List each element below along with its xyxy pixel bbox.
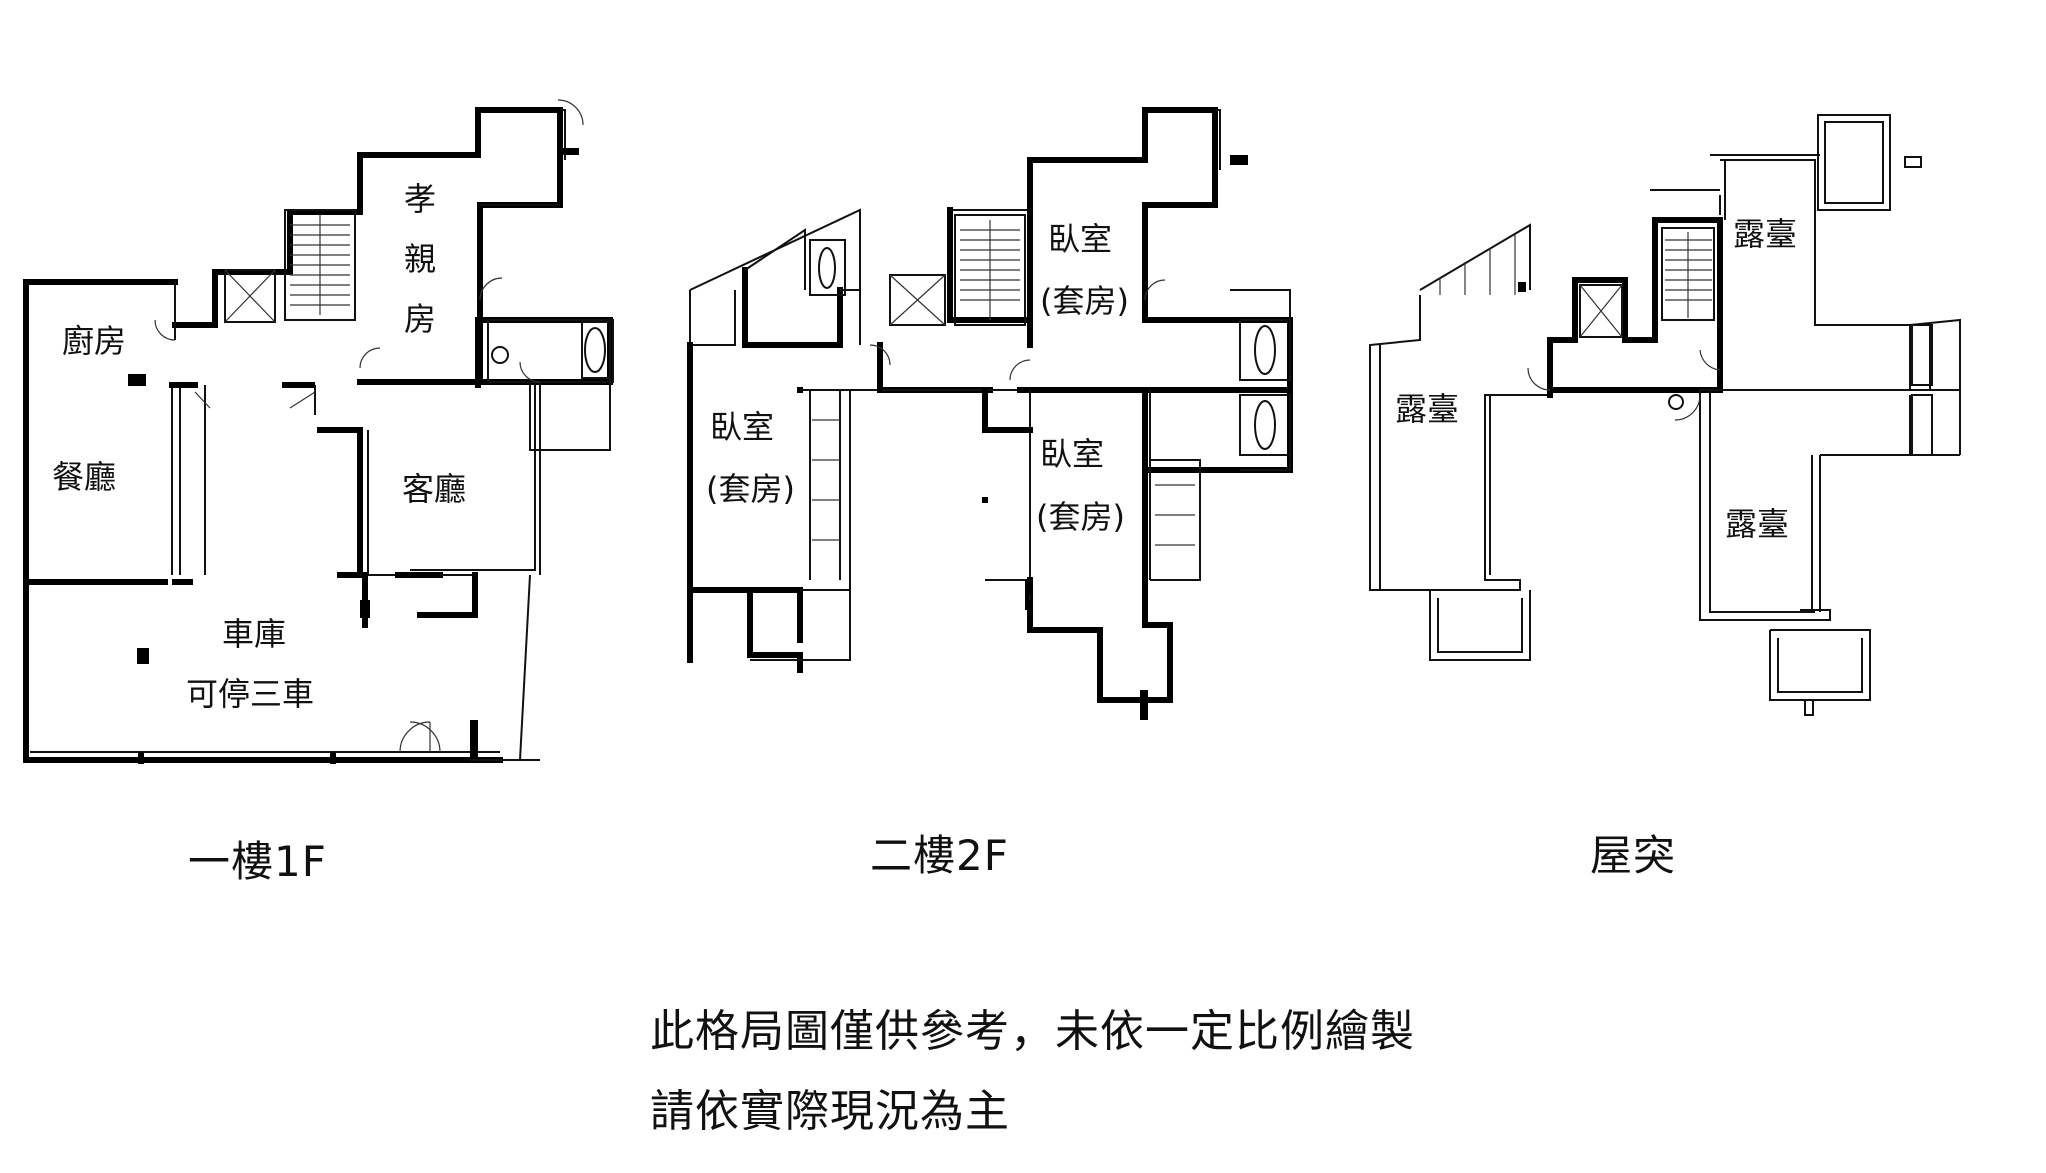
room-label-dining: 餐廳: [52, 458, 116, 496]
room-label-terrace-south: 露臺: [1725, 505, 1789, 543]
room-label-parent-2: 親: [404, 240, 436, 278]
disclaimer-line-1: 此格局圖僅供參考，未依一定比例繪製: [650, 1006, 1415, 1057]
room-label-terrace-north: 露臺: [1733, 215, 1797, 253]
room-label-garage-note: 可停三車: [186, 675, 314, 713]
room-label-suite-east: (套房): [1036, 498, 1125, 536]
second-floor-plan: [687, 107, 1293, 720]
room-label-bedroom-west: 臥室: [710, 408, 774, 446]
roof-plan: [1369, 114, 1961, 716]
room-label-garage: 車庫: [222, 615, 286, 653]
first-floor-plan: [23, 99, 614, 764]
floor-label-roof: 屋突: [1590, 831, 1677, 880]
room-label-living: 客廳: [402, 470, 466, 508]
floor-label-1f: 一樓1F: [188, 837, 327, 886]
room-label-suite-north: (套房): [1040, 282, 1129, 320]
floor-label-2f: 二樓2F: [870, 831, 1009, 880]
room-label-parent-3: 房: [404, 300, 436, 338]
room-label-kitchen: 廚房: [62, 322, 126, 360]
room-label-bedroom-north: 臥室: [1048, 220, 1112, 258]
room-label-bedroom-east: 臥室: [1040, 435, 1104, 473]
room-label-parent-1: 孝: [404, 180, 436, 218]
room-label-terrace-west: 露臺: [1395, 390, 1459, 428]
room-label-suite-west: (套房): [706, 470, 795, 508]
disclaimer-line-2: 請依實際現況為主: [650, 1086, 1010, 1137]
